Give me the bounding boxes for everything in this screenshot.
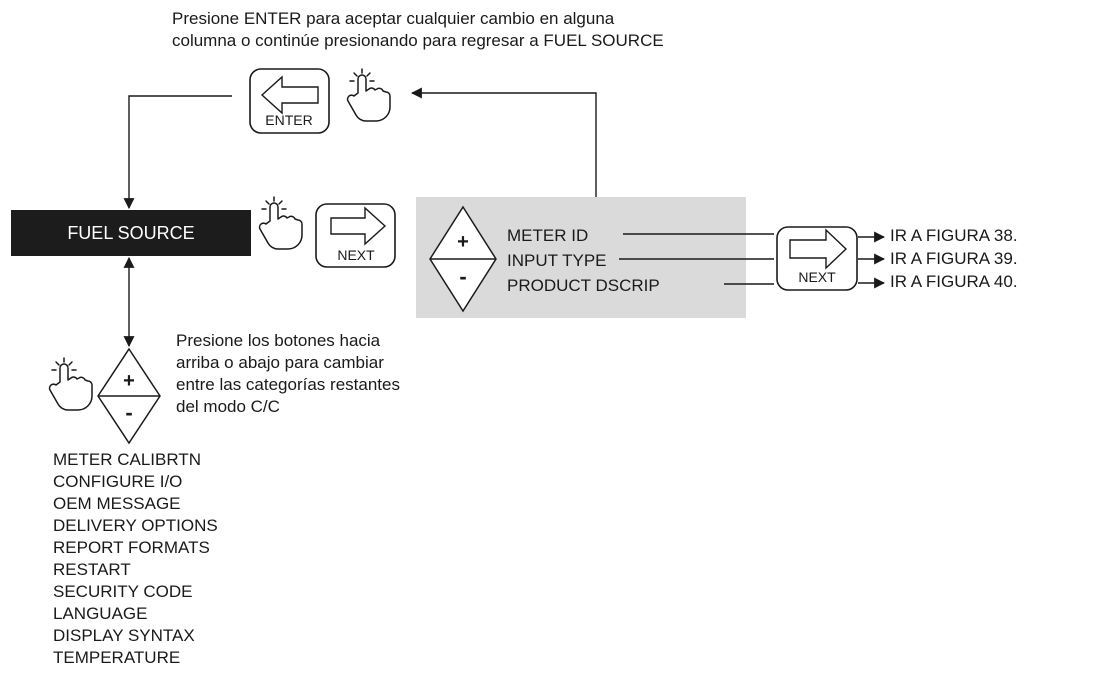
updown-key-categories[interactable]: + - [97, 347, 161, 445]
category-item: METER CALIBRTN [53, 450, 201, 469]
figure-ref-40: IR A FIGURA 40. [890, 272, 1018, 291]
next-key-label: NEXT [337, 247, 375, 263]
panel-item-meter-id[interactable]: METER ID [507, 226, 589, 245]
category-item: RESTART [53, 560, 131, 579]
minus-icon: - [459, 264, 466, 289]
updown-instruction-line: arriba o abajo para cambiar [176, 353, 384, 372]
panel-item-list: METER ID INPUT TYPE PRODUCT DSCRIP [507, 223, 660, 298]
left-arrow-icon [260, 75, 319, 115]
pressing-hand-icon [48, 357, 93, 411]
right-arrow-icon [330, 206, 387, 246]
plus-icon: + [457, 231, 469, 253]
updown-instruction-line: entre las categorías restantes [176, 375, 400, 394]
panel-to-enter-connector [410, 87, 597, 197]
fuel-source-box[interactable]: FUEL SOURCE [11, 210, 251, 256]
category-item: TEMPERATURE [53, 648, 181, 667]
panel-item-product-dscrip[interactable]: PRODUCT DSCRIP [507, 276, 660, 295]
enter-instruction: Presione ENTER para aceptar cualquier ca… [172, 8, 664, 52]
right-arrow-icon [789, 228, 848, 270]
category-item: CONFIGURE I/O [53, 472, 183, 491]
next-key-meter[interactable]: NEXT [776, 226, 858, 291]
category-item: SECURITY CODE [53, 582, 193, 601]
category-item: LANGUAGE [53, 604, 148, 623]
updown-instruction-line: Presione los botones hacia [176, 331, 381, 350]
enter-instruction-line: columna o continúe presionando para regr… [172, 31, 664, 50]
updown-key-panel[interactable]: + - [429, 205, 497, 313]
figure-ref-38: IR A FIGURA 38. [890, 226, 1018, 245]
pressing-hand-icon [346, 68, 391, 122]
category-list: METER CALIBRTN CONFIGURE I/O OEM MESSAGE… [53, 449, 218, 669]
category-item: DISPLAY SYNTAX [53, 626, 195, 645]
updown-instruction-line: del modo C/C [176, 397, 280, 416]
figure-ref-list: IR A FIGURA 38. IR A FIGURA 39. IR A FIG… [890, 224, 1018, 293]
minus-icon: - [125, 400, 132, 425]
figure-ref-39: IR A FIGURA 39. [890, 249, 1018, 268]
enter-instruction-line: Presione ENTER para aceptar cualquier ca… [172, 9, 615, 28]
plus-icon: + [123, 370, 135, 392]
fuel-source-label: FUEL SOURCE [67, 222, 195, 243]
category-item: OEM MESSAGE [53, 494, 181, 513]
enter-to-fuel-connector [123, 95, 232, 210]
enter-key[interactable]: ENTER [249, 68, 330, 134]
next-key-fuel[interactable]: NEXT [315, 203, 396, 268]
category-item: DELIVERY OPTIONS [53, 516, 218, 535]
panel-item-input-type[interactable]: INPUT TYPE [507, 251, 607, 270]
enter-key-label: ENTER [265, 112, 312, 128]
pressing-hand-icon [258, 196, 303, 250]
next-key-label: NEXT [798, 269, 836, 285]
updown-instruction: Presione los botones hacia arriba o abaj… [176, 330, 400, 418]
category-item: REPORT FORMATS [53, 538, 210, 557]
